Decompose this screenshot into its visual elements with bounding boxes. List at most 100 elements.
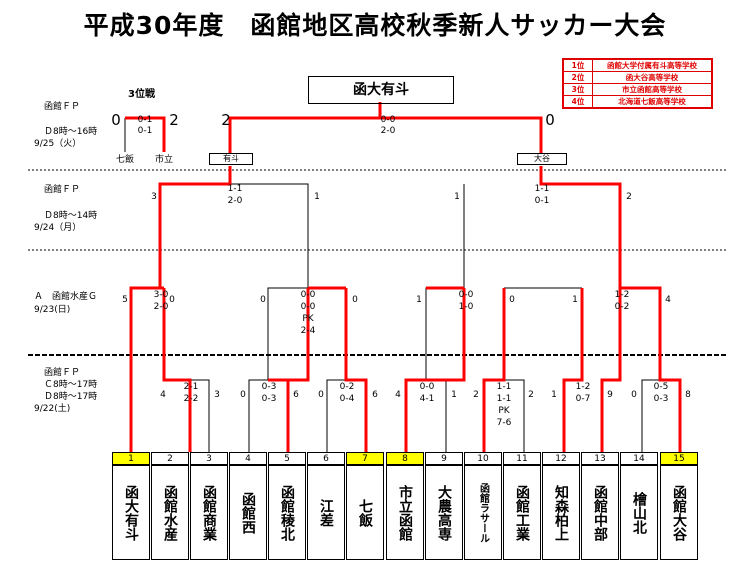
r1-5-d1: 1-1 — [496, 382, 512, 392]
team-name: 函館商業 — [190, 465, 228, 560]
r1-7-ls: 0 — [631, 390, 637, 400]
team-name: 檜山北 — [620, 465, 658, 560]
team-name: 七飯 — [346, 465, 384, 560]
qf-2-d3: PK — [302, 314, 314, 324]
qf-2-d2: 0-0 — [300, 302, 316, 312]
team-number: 3 — [190, 452, 228, 465]
third-place-left-team: 七飯 — [116, 155, 135, 165]
ranking-table: 1位函館大学付属有斗高等学校 2位函大谷高等学校 3位市立函館高等学校 4位北海… — [562, 58, 713, 109]
r1-4-d1: 0-0 — [419, 382, 435, 392]
r1-4-rs: 1 — [451, 390, 457, 400]
team-name: 函館ラサール — [464, 465, 502, 560]
semi-right-d2: 0-1 — [534, 196, 550, 206]
semi-venue: 函館ＦＰ — [44, 185, 81, 195]
final-date: 9/25（火） — [34, 139, 82, 149]
qf-2-d4: 2-4 — [300, 326, 316, 336]
r1-5-d2: 1-1 — [496, 394, 512, 404]
team-number: 10 — [464, 452, 502, 465]
final-time: Ｄ8時～16時 — [44, 127, 98, 137]
team-name: 函館工業 — [503, 465, 541, 560]
team-number: 14 — [620, 452, 658, 465]
qf-3-d1: 0-0 — [458, 290, 474, 300]
qf-2-d1: 0-0 — [300, 290, 316, 300]
r1-date: 9/22(土) — [34, 404, 71, 414]
final-venue: 函館ＦＰ — [44, 102, 81, 112]
r1-5-rs: 2 — [528, 390, 534, 400]
r1-7-d2: 0-3 — [653, 394, 669, 404]
dashed-separators — [28, 169, 726, 356]
team-number: 6 — [307, 452, 345, 465]
r1-6-rs: 9 — [607, 390, 613, 400]
qf-4-ls: 1 — [572, 295, 578, 305]
r1-7-rs: 8 — [685, 390, 691, 400]
ranking-row: 2位函大谷高等学校 — [562, 71, 713, 84]
qf-4-rs: 4 — [665, 295, 671, 305]
qf-3-d2: 1-0 — [458, 302, 474, 312]
r1-2-d2: 0-3 — [261, 394, 277, 404]
r1-2-rs: 6 — [293, 390, 299, 400]
r1-1-rs: 3 — [214, 390, 220, 400]
final-right-team: 大谷 — [517, 153, 567, 165]
team-name: 函館稜北 — [268, 465, 306, 560]
qf-1-d2: 2-0 — [153, 302, 169, 312]
r1-2-ls: 0 — [240, 390, 246, 400]
red-lines — [125, 102, 682, 452]
qf-4-d1: 1-2 — [614, 290, 630, 300]
team-number: 2 — [151, 452, 189, 465]
team-number: 12 — [542, 452, 580, 465]
r1-4-ls: 4 — [395, 390, 401, 400]
r1-1-d1: 2-1 — [183, 382, 199, 392]
r1-3-rs: 6 — [372, 390, 378, 400]
team-name: 函館西 — [229, 465, 267, 560]
r1-3-d1: 0-2 — [339, 382, 355, 392]
r1-5-d3: PK — [498, 406, 510, 416]
team-name: 函大有斗 — [112, 465, 150, 560]
team-number: 8 — [386, 452, 424, 465]
final-detail-2: 2-0 — [380, 126, 396, 136]
team-name: 函館中部 — [581, 465, 619, 560]
champion-box: 函大有斗 — [308, 76, 454, 104]
qf-1-rs: 0 — [169, 295, 175, 305]
qf-3-rs: 0 — [509, 295, 515, 305]
team-number: 5 — [268, 452, 306, 465]
r1-time-2: Ｄ8時～17時 — [44, 392, 98, 402]
final-left-team: 有斗 — [209, 153, 253, 165]
qf-3-ls: 1 — [416, 295, 422, 305]
qf-1-ls: 5 — [122, 295, 128, 305]
r1-1-ls: 4 — [160, 390, 166, 400]
r1-3-d2: 0-4 — [339, 394, 355, 404]
third-place-right-score: 2 — [169, 111, 179, 129]
team-name: 市立函館 — [386, 465, 424, 560]
r1-time-1: Ｃ8時～17時 — [44, 380, 98, 390]
ranking-row: 3位市立函館高等学校 — [562, 83, 713, 96]
r1-1-d2: 2-2 — [183, 394, 199, 404]
r1-3-ls: 0 — [318, 390, 324, 400]
qf-venue: Ａ 函館水産Ｇ — [34, 292, 98, 302]
qf-2-rs: 0 — [352, 295, 358, 305]
semi-date: 9/24（月） — [34, 223, 82, 233]
r1-4-d2: 4-1 — [419, 394, 435, 404]
team-number: 15 — [660, 452, 698, 465]
team-number: 1 — [112, 452, 150, 465]
semi-right-rs: 2 — [626, 192, 632, 202]
semi-left-d2: 2-0 — [227, 196, 243, 206]
team-number: 11 — [503, 452, 541, 465]
team-name: 函館大谷 — [660, 465, 698, 560]
semi-right-d1: 1-1 — [534, 184, 550, 194]
semi-right-ls: 1 — [454, 192, 460, 202]
r1-5-d4: 7-6 — [496, 418, 512, 428]
team-name: 江差 — [307, 465, 345, 560]
semi-left-rs: 1 — [314, 192, 320, 202]
third-place-left-score: 0 — [111, 111, 121, 129]
final-detail-1: 0-0 — [380, 115, 396, 125]
semi-left-ls: 3 — [151, 192, 157, 202]
team-name: 大農高専 — [425, 465, 463, 560]
team-number: 4 — [229, 452, 267, 465]
third-place-detail-1: 0-1 — [137, 115, 153, 125]
team-name: 函館水産 — [151, 465, 189, 560]
team-name: 知森柏上 — [542, 465, 580, 560]
team-number: 7 — [346, 452, 384, 465]
r1-2-d1: 0-3 — [261, 382, 277, 392]
third-place-right-team: 市立 — [155, 155, 174, 165]
